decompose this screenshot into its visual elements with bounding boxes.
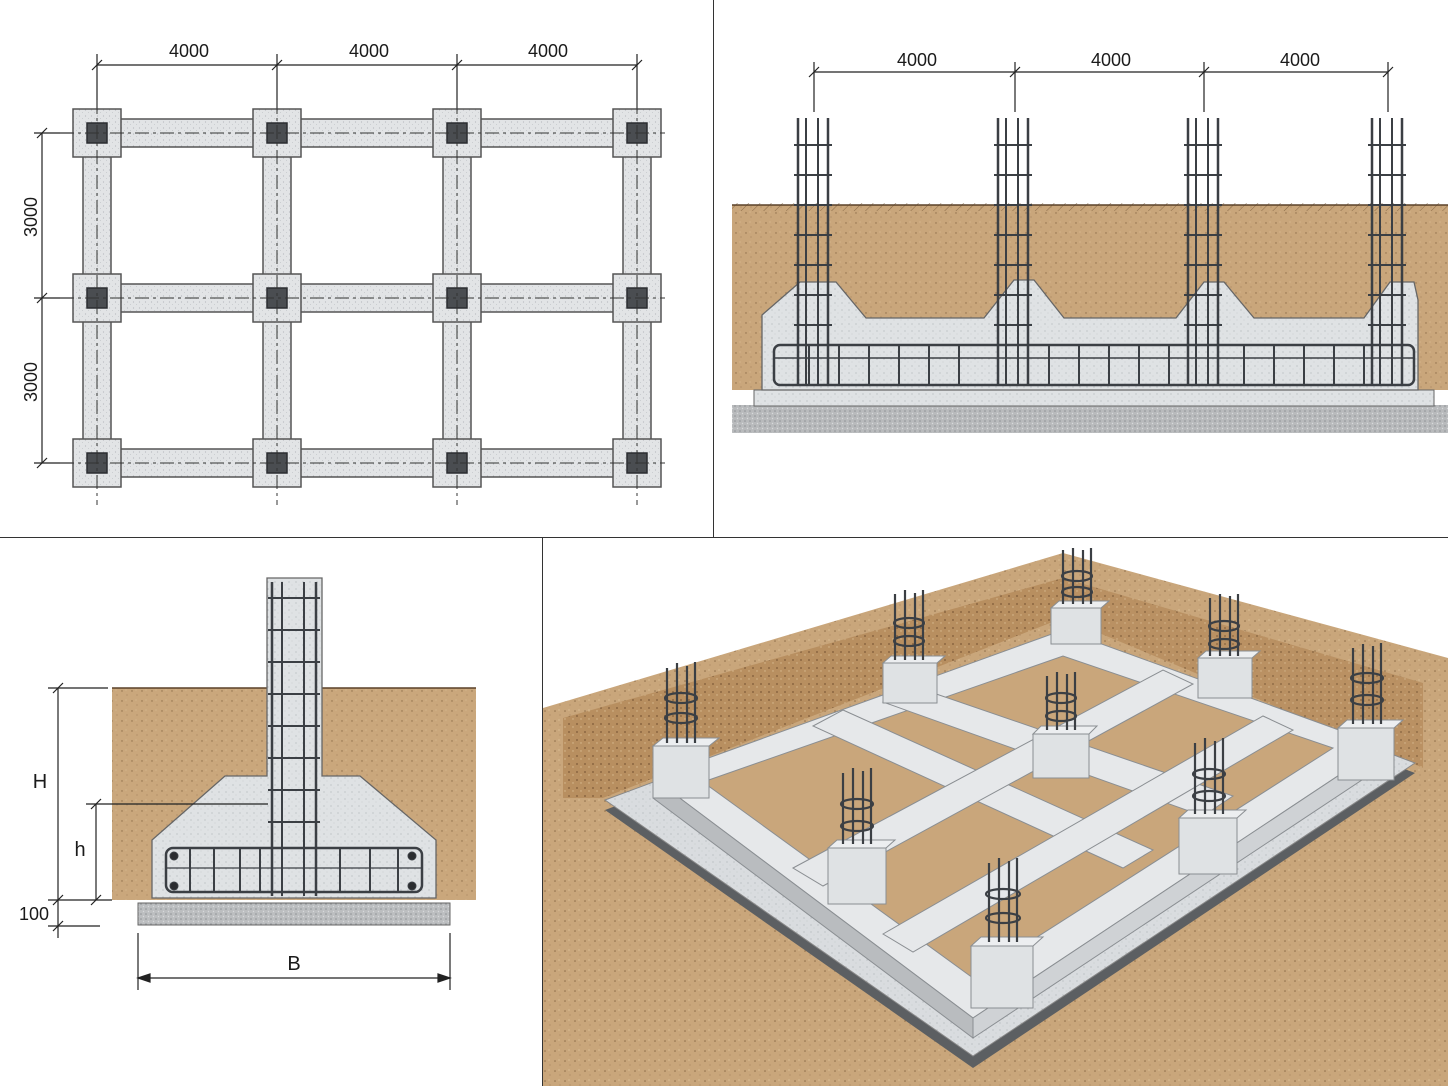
iso-stub-2 — [881, 655, 947, 704]
plan-side-dim-1: 3000 — [21, 197, 41, 237]
iso-cage-7 — [839, 768, 875, 844]
plan-axis-lines — [60, 100, 665, 505]
foundation-plan-view: 4000 4000 4000 3000 3000 — [0, 0, 713, 537]
isometric-drawing — [543, 548, 1448, 1086]
plan-drawing: 4000 4000 4000 3000 3000 — [21, 41, 665, 505]
iso-cage-5 — [1349, 643, 1385, 724]
section-label-h: h — [74, 839, 85, 861]
iso-stub-1 — [651, 737, 721, 799]
section-base-slab — [137, 902, 451, 926]
iso-stub-7 — [826, 839, 897, 905]
section-dimension-lines — [48, 682, 452, 990]
foundation-elevation-section: 4000 4000 4000 — [714, 0, 1448, 537]
elevation-column-rebar — [794, 118, 1406, 385]
elevation-bottom-rebar — [772, 343, 1416, 387]
elevation-column-1 — [794, 118, 832, 385]
iso-cage-6 — [1044, 672, 1078, 730]
footing-cross-section: H h 100 B — [0, 538, 542, 1086]
plan-side-dim-2: 3000 — [21, 362, 41, 402]
plan-top-dimension — [91, 54, 643, 112]
elevation-column-4 — [1368, 118, 1406, 385]
elevation-drawing: 4000 4000 4000 — [732, 50, 1448, 433]
iso-cage-9 — [984, 858, 1022, 942]
iso-stub-9 — [969, 936, 1045, 1009]
iso-stub-8 — [1177, 809, 1248, 875]
iso-stub-6 — [1031, 725, 1099, 779]
iso-cage-8 — [1191, 738, 1227, 814]
plan-top-dim-3: 4000 — [528, 41, 568, 61]
iso-stub-4 — [1196, 650, 1262, 699]
plan-top-dim-1: 4000 — [169, 41, 209, 61]
iso-cage-2 — [892, 590, 926, 660]
elevation-base-slab — [753, 389, 1435, 407]
elevation-dim-3: 4000 — [1280, 50, 1320, 70]
elevation-dim-2: 4000 — [1091, 50, 1131, 70]
elevation-dim-1: 4000 — [897, 50, 937, 70]
elevation-footing-body — [761, 279, 1419, 391]
section-footing-body — [151, 577, 437, 899]
iso-cage-1 — [663, 662, 699, 743]
iso-rebar-cages — [663, 548, 1385, 942]
iso-cage-4 — [1207, 594, 1241, 656]
section-label-100: 100 — [19, 904, 49, 924]
elevation-gravel-bed — [732, 405, 1448, 433]
elevation-column-2 — [994, 118, 1032, 385]
elevation-top-dimension — [808, 62, 1394, 112]
foundation-isometric-view — [543, 538, 1448, 1086]
elevation-ground-hatch — [732, 203, 1448, 211]
iso-cage-3 — [1060, 548, 1094, 604]
iso-stub-3 — [1049, 600, 1111, 645]
section-drawing: H h 100 B — [19, 577, 476, 990]
iso-stub-5 — [1336, 719, 1405, 781]
section-label-B: B — [287, 953, 300, 975]
section-rebar — [164, 582, 424, 896]
section-label-H: H — [33, 771, 47, 793]
iso-column-stubs — [651, 600, 1405, 1009]
elevation-column-3 — [1184, 118, 1222, 385]
plan-top-dim-2: 4000 — [349, 41, 389, 61]
